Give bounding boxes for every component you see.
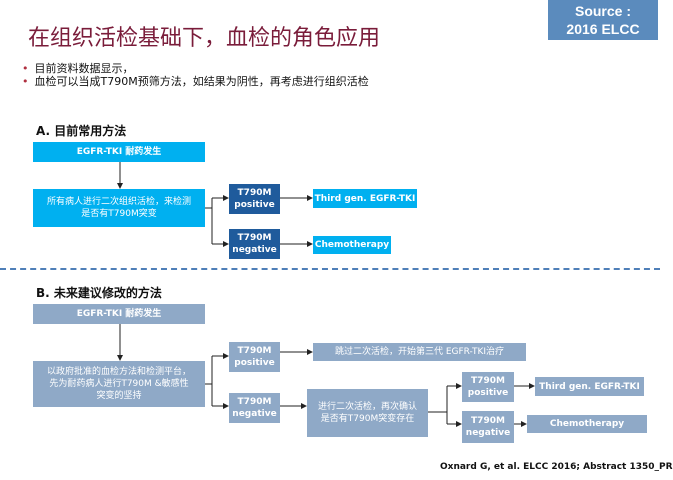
section-b-blood-test-box: 以政府批准的血检方法和检测平台，先为耐药病人进行T790M &敏感性突变的坚持 [33,361,205,407]
source-value: 2016 ELCC [566,21,640,37]
section-divider [0,268,660,270]
source-badge: Source : 2016 ELCC [548,0,658,40]
section-b-chemo-box: Chemotherapy [527,415,647,433]
section-b-heading: B. 未来建议修改的方法 [36,286,162,300]
section-a-chemo-box: Chemotherapy [313,236,391,254]
section-b-positive-box: T790M positive [229,342,280,372]
section-a-heading: A. 目前常用方法 [36,124,127,138]
section-b-rebiopsy-positive-box: T790M positive [462,372,514,402]
bullet-text: 目前资料数据显示， [34,62,134,75]
section-a-positive-box: T790M positive [229,184,280,214]
section-a-start-box: EGFR-TKI 耐药发生 [33,142,205,162]
section-a-biopsy-box: 所有病人进行二次组织活检，来检测是否有T790M突变 [33,189,205,227]
section-b-start-box: EGFR-TKI 耐药发生 [33,304,205,324]
page-title: 在组织活检基础下，血检的角色应用 [28,26,381,51]
source-label: Source : [574,3,631,19]
section-b-negative-box: T790M negative [229,393,280,423]
section-a-third-gen-box: Third gen. EGFR-TKI [313,189,417,208]
citation: Oxnard G, et al. ELCC 2016; Abstract 135… [440,462,673,472]
section-a-negative-box: T790M negative [229,229,280,259]
section-b-skip-biopsy-box: 跳过二次活检，开始第三代 EGFR-TKI治疗 [313,343,526,361]
bullet-item: •血检可以当成T790M预筛方法，如结果为阴性，再考虑进行组织活检 [22,75,369,88]
section-b-rebiopsy-negative-box: T790M negative [462,411,514,443]
bullet-item: •目前资料数据显示， [22,62,134,75]
section-b-third-gen-box: Third gen. EGFR-TKI [535,377,644,396]
bullet-list: •目前资料数据显示， •血检可以当成T790M预筛方法，如结果为阴性，再考虑进行… [22,62,369,88]
bullet-text: 血检可以当成T790M预筛方法，如结果为阴性，再考虑进行组织活检 [34,75,369,88]
section-b-rebiopsy-box: 进行二次活检，再次确认是否有T790M突变存在 [307,389,428,437]
